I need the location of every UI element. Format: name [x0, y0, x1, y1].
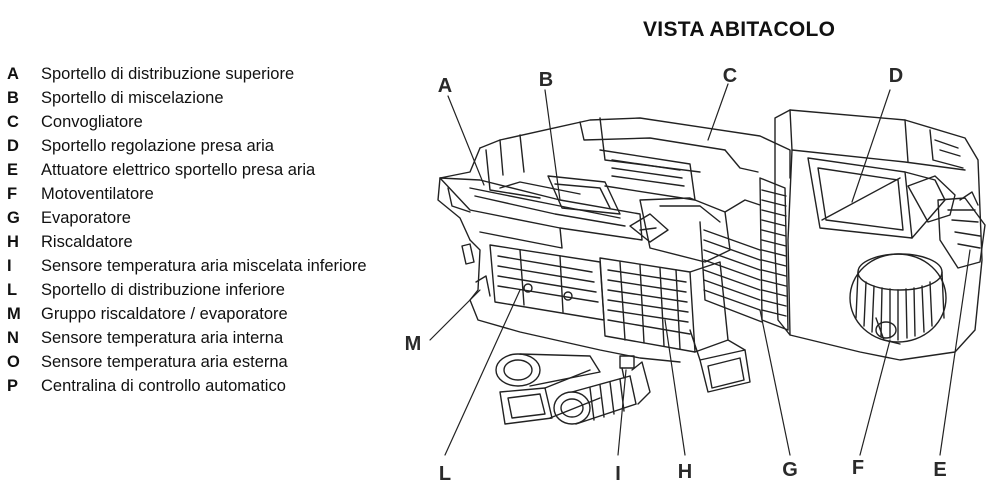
legend-item-g: G Evaporatore	[7, 206, 367, 230]
blower-fan	[849, 253, 947, 345]
callout-a: A	[438, 75, 452, 97]
blower-housing	[774, 109, 983, 361]
legend-key: N	[7, 329, 19, 347]
legend-key: P	[7, 377, 19, 395]
legend-key: A	[7, 65, 19, 83]
legend-key: F	[7, 185, 18, 203]
legend-key: H	[7, 233, 19, 251]
legend-list: A Sportello di distribuzione superiore B S…	[7, 62, 367, 398]
legend-text: Attuatore elettrico sportello presa aria	[41, 161, 316, 179]
legend-item-o: O Sensore temperatura aria esterna	[7, 350, 367, 374]
legend-key: E	[7, 161, 19, 179]
legend-text: Sensore temperatura aria interna	[41, 329, 284, 347]
legend-text: Sportello regolazione presa aria	[41, 137, 274, 155]
legend-text: Sportello di distribuzione inferiore	[41, 281, 285, 299]
legend-key: L	[7, 281, 18, 299]
legend-text: Riscaldatore	[41, 233, 133, 251]
callout-i: I	[615, 463, 621, 485]
legend-text: Convogliatore	[41, 113, 143, 131]
legend-item-b: B Sportello di miscelazione	[7, 86, 367, 110]
legend-key: D	[7, 137, 19, 155]
pipe-fittings	[461, 243, 491, 297]
legend-key: C	[7, 113, 19, 131]
lower-air-ducts	[495, 353, 601, 425]
callout-c: C	[723, 65, 737, 87]
corrugated-hose	[553, 361, 651, 425]
callout-g: G	[782, 459, 798, 481]
callout-m: M	[405, 333, 422, 355]
air-intake-flap	[807, 157, 946, 239]
legend-text: Centralina di controllo automatico	[41, 377, 286, 395]
temperature-sensor	[619, 355, 635, 379]
legend-text: Sensore temperatura aria esterna	[41, 353, 288, 371]
air-conveyor	[629, 197, 761, 263]
legend-text: Motoventilatore	[41, 185, 154, 203]
mixing-flap	[547, 149, 696, 215]
legend-item-p: P Centralina di controllo automatico	[7, 374, 367, 398]
callout-labels: A B C D E F G H I L M	[405, 65, 947, 485]
lower-distribution-flap	[489, 244, 605, 321]
side-air-outlet	[689, 329, 751, 393]
callout-f: F	[852, 457, 864, 479]
heater-evaporator-housing	[437, 117, 791, 363]
legend-item-l: L Sportello di distribuzione inferiore	[7, 278, 367, 302]
upper-distribution-flap	[439, 177, 643, 249]
legend-item-i: I Sensore temperatura aria miscelata infe…	[7, 254, 367, 278]
legend-item-c: C Convogliatore	[7, 110, 367, 134]
callout-e: E	[933, 459, 946, 481]
legend-key: G	[7, 209, 20, 227]
legend-item-e: E Attuatore elettrico sportello presa ari…	[7, 158, 367, 182]
legend-item-h: H Riscaldatore	[7, 230, 367, 254]
legend-text: Sportello di miscelazione	[41, 89, 224, 107]
legend-item-d: D Sportello regolazione presa aria	[7, 134, 367, 158]
legend-item-a: A Sportello di distribuzione superiore	[7, 62, 367, 86]
legend-item-m: M Gruppo riscaldatore / evaporatore	[7, 302, 367, 326]
callout-leaders	[429, 83, 971, 456]
legend-item-f: F Motoventilatore	[7, 182, 367, 206]
callout-h: H	[678, 461, 692, 483]
callout-l: L	[439, 463, 451, 485]
callout-b: B	[539, 69, 553, 91]
evaporator-core	[699, 177, 789, 331]
legend-item-n: N Sensore temperatura aria interna	[7, 326, 367, 350]
legend-key: B	[7, 89, 19, 107]
callout-d: D	[889, 65, 903, 87]
legend-key: M	[7, 305, 21, 323]
page-title: VISTA ABITACOLO	[643, 18, 836, 41]
legend-text: Sportello di distribuzione superiore	[41, 65, 295, 83]
legend-text: Gruppo riscaldatore / evaporatore	[41, 305, 288, 323]
legend-text: Evaporatore	[41, 209, 131, 227]
flap-actuator	[907, 175, 986, 269]
legend-key: I	[7, 257, 12, 275]
legend-key: O	[7, 353, 20, 371]
legend-text: Sensore temperatura aria miscelata infer…	[41, 257, 367, 275]
heater-core	[599, 257, 729, 353]
